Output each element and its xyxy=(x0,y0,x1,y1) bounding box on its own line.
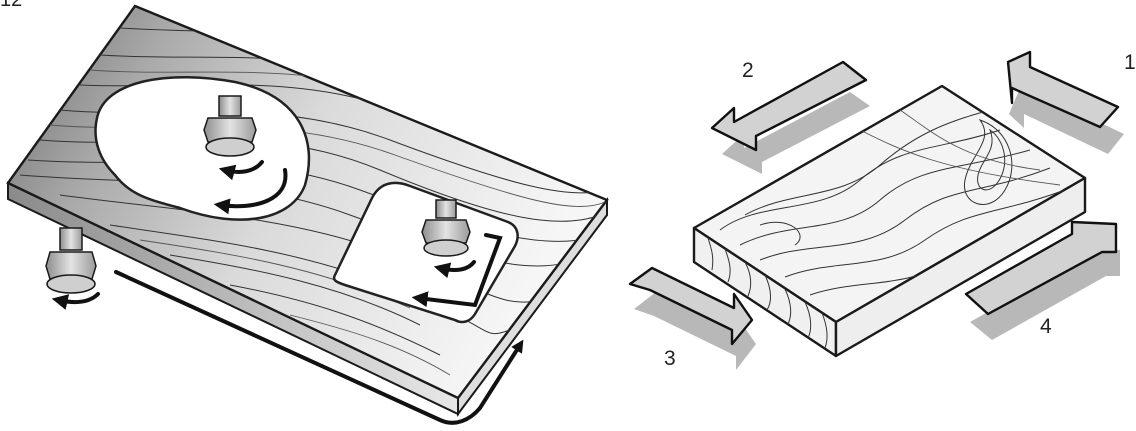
rotation-arrow-oval xyxy=(218,160,264,181)
router-bit-icon xyxy=(421,199,471,257)
router-bit-icon xyxy=(45,227,97,294)
feed-direction-arrow xyxy=(114,270,524,425)
arrow-label-3: 3 xyxy=(664,347,676,370)
router-bit-icon xyxy=(203,95,257,157)
square-cutout xyxy=(332,181,519,324)
figure-number: 12 xyxy=(0,0,23,11)
direction-arrow-1 xyxy=(1006,50,1124,154)
rotation-arrow-oval-outer xyxy=(213,168,288,215)
arrow-label-2: 2 xyxy=(742,59,754,82)
wood-block-side-face xyxy=(834,176,1087,358)
direction-arrow-4 xyxy=(964,220,1120,340)
wood-block xyxy=(692,84,1087,358)
arrow-label-1: 1 xyxy=(1124,51,1136,74)
wood-block-end-grain xyxy=(707,237,828,349)
feed-path-square xyxy=(411,233,503,308)
rotation-arrow-edge xyxy=(51,292,100,310)
direction-arrow-3 xyxy=(628,266,756,370)
rotation-arrow-square xyxy=(433,260,476,279)
board-with-cutouts xyxy=(6,4,609,425)
arrow-label-4: 4 xyxy=(1040,315,1052,338)
direction-arrow-2 xyxy=(710,60,870,174)
oval-cutout xyxy=(94,75,311,221)
